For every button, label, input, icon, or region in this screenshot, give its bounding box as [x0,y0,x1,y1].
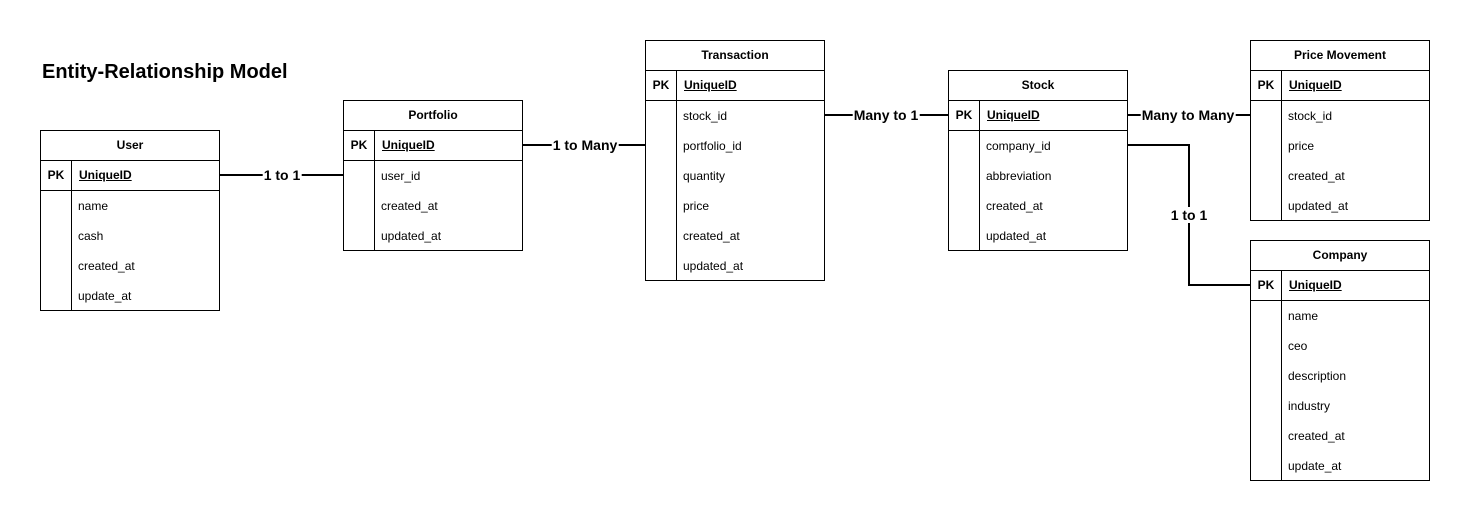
field-list: name ceo description industry created_at… [1251,301,1429,480]
entity-name: Company [1251,241,1429,271]
diagram-title: Entity-Relationship Model [42,61,288,83]
field: price [683,199,710,213]
pk-field: UniqueID [1289,78,1342,92]
pk-field: UniqueID [79,168,132,182]
primary-key-row: PK UniqueID [1251,71,1429,101]
field: portfolio_id [683,139,742,153]
entity-stock[interactable]: Stock PK UniqueID company_id abbreviatio… [948,70,1128,251]
field: cash [78,229,104,243]
pk-field: UniqueID [1289,278,1342,292]
field: name [78,199,109,213]
field-list: name cash created_at update_at [41,191,219,310]
field-list: stock_id price created_at updated_at [1251,101,1429,220]
field: ceo [1288,339,1308,353]
field-list: user_id created_at updated_at [344,161,522,250]
primary-key-row: PK UniqueID [1251,271,1429,301]
pk-label: PK [1251,71,1282,100]
field: industry [1288,399,1331,413]
pk-label: PK [949,101,980,130]
field: user_id [381,169,421,183]
field: created_at [381,199,438,213]
field: created_at [1288,429,1345,443]
relationship-label-user-portfolio: 1 to 1 [262,167,302,183]
primary-key-row: PK UniqueID [41,161,219,191]
field: name [1288,309,1319,323]
pk-label: PK [646,71,677,100]
relationship-label-portfolio-transaction: 1 to Many [551,137,619,153]
field: quantity [683,169,726,183]
field: update_at [78,289,132,303]
field-list: company_id abbreviation created_at updat… [949,131,1127,250]
pk-label: PK [1251,271,1282,300]
pk-label: PK [41,161,72,190]
field: updated_at [1288,199,1349,213]
field: stock_id [1288,109,1333,123]
entity-transaction[interactable]: Transaction PK UniqueID stock_id portfol… [645,40,825,281]
pk-field: UniqueID [382,138,435,152]
entity-user[interactable]: User PK UniqueID name cash created_at up… [40,130,220,311]
primary-key-row: PK UniqueID [949,101,1127,131]
relationship-label-stock-company: 1 to 1 [1169,207,1209,223]
entity-name: Transaction [646,41,824,71]
entity-name: Stock [949,71,1127,101]
field: update_at [1288,459,1342,473]
pk-field: UniqueID [684,78,737,92]
field: updated_at [683,259,744,273]
pk-field: UniqueID [987,108,1040,122]
field: created_at [683,229,740,243]
entity-portfolio[interactable]: Portfolio PK UniqueID user_id created_at… [343,100,523,251]
field: updated_at [986,229,1047,243]
field: created_at [1288,169,1345,183]
field: created_at [78,259,135,273]
entity-name: User [41,131,219,161]
field: company_id [986,139,1051,153]
entity-price-movement[interactable]: Price Movement PK UniqueID stock_id pric… [1250,40,1430,221]
pk-label: PK [344,131,375,160]
relationship-label-transaction-stock: Many to 1 [852,107,920,123]
primary-key-row: PK UniqueID [344,131,522,161]
entity-name: Portfolio [344,101,522,131]
entity-name: Price Movement [1251,41,1429,71]
field: price [1288,139,1315,153]
entity-company[interactable]: Company PK UniqueID name ceo description… [1250,240,1430,481]
relationship-label-stock-price-movement: Many to Many [1140,107,1236,123]
field: abbreviation [986,169,1052,183]
field: stock_id [683,109,728,123]
field: created_at [986,199,1043,213]
primary-key-row: PK UniqueID [646,71,824,101]
field: updated_at [381,229,442,243]
field-list: stock_id portfolio_id quantity price cre… [646,101,824,280]
field: description [1288,369,1347,383]
